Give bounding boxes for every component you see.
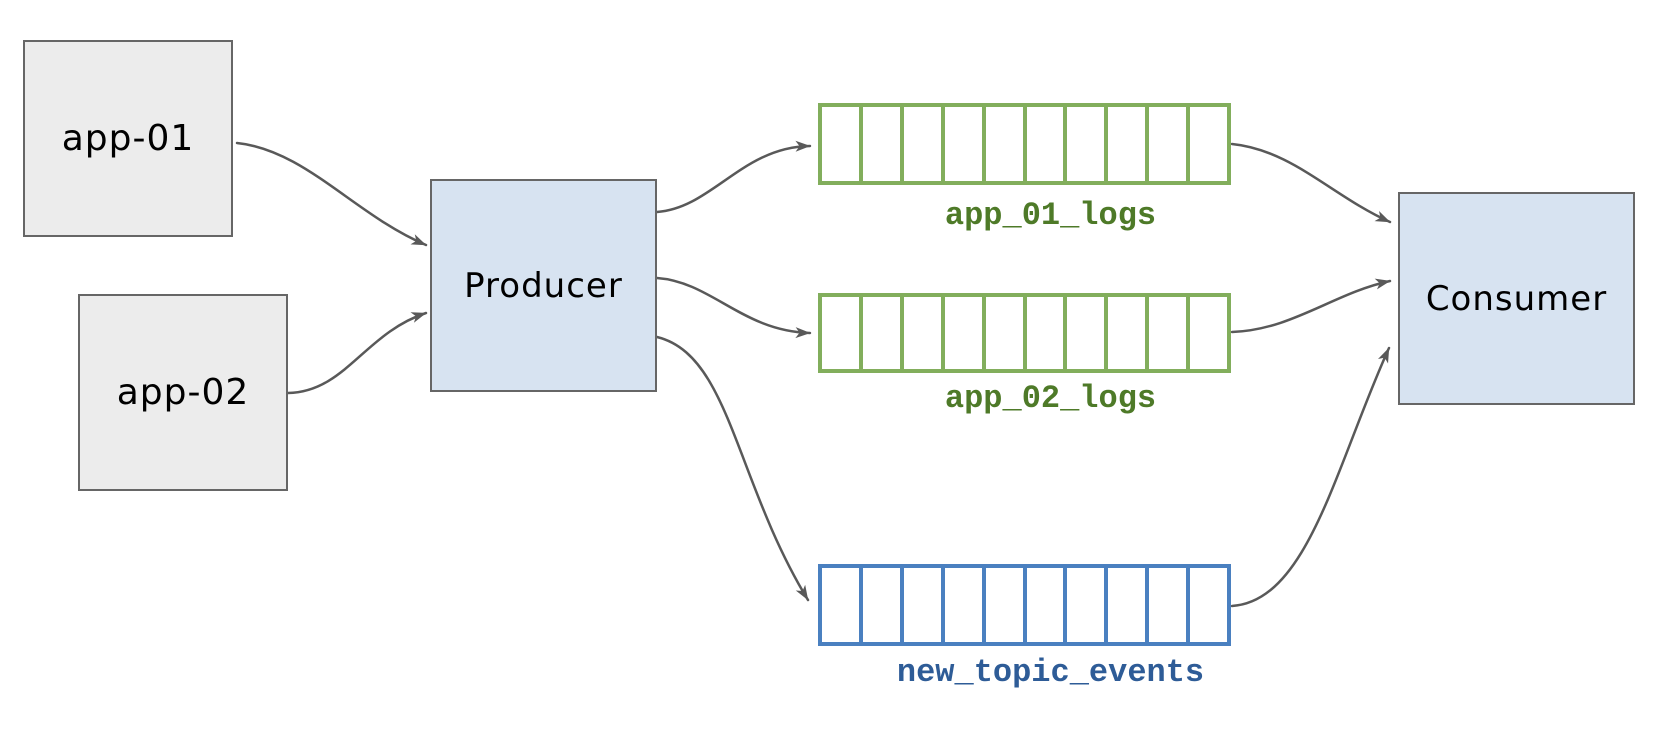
partition-cell: [1190, 297, 1228, 369]
partition-cell: [944, 568, 986, 642]
partition-cell: [822, 568, 863, 642]
partition-cell: [1190, 107, 1228, 181]
edge-producer-to-new-topic-events: [655, 335, 810, 602]
topic-label-app-02-logs: app_02_logs: [944, 380, 1157, 417]
partition-cell: [1026, 568, 1068, 642]
partition-cell: [1026, 297, 1068, 369]
app-01-label: app-01: [61, 118, 195, 159]
edge-app-02-logs-to-consumer: [1230, 278, 1392, 334]
partition-cell: [862, 568, 904, 642]
partition-cell: [1108, 297, 1150, 369]
topic-label-app-01-logs: app_01_logs: [944, 197, 1157, 234]
partition-cell: [1149, 297, 1191, 369]
edge-producer-to-app-01-logs: [655, 140, 812, 214]
partition-cell: [1067, 107, 1109, 181]
partition-cell: [1149, 568, 1191, 642]
consumer-label: Consumer: [1425, 278, 1608, 319]
partition-cell: [1108, 107, 1150, 181]
partition-cell: [944, 107, 986, 181]
partition-cell: [1190, 568, 1228, 642]
edge-producer-to-app-02-logs: [655, 276, 812, 339]
partition-cell: [1067, 297, 1109, 369]
partition-cell: [985, 568, 1027, 642]
topic-queue-new-topic-events: [818, 564, 1231, 646]
partition-cell: [822, 107, 863, 181]
partition-cell: [1067, 568, 1109, 642]
app-02-node: app-02: [78, 294, 288, 491]
partition-cell: [903, 568, 945, 642]
partition-cell: [903, 297, 945, 369]
producer-label: Producer: [464, 265, 623, 306]
partition-cell: [862, 107, 904, 181]
topic-label-new-topic-events: new_topic_events: [896, 654, 1205, 691]
partition-cell: [1149, 107, 1191, 181]
edge-app-01-to-producer: [235, 141, 428, 247]
producer-node: Producer: [430, 179, 657, 392]
partition-cell: [903, 107, 945, 181]
partition-cell: [822, 297, 863, 369]
topic-queue-app-01-logs: [818, 103, 1231, 185]
partition-cell: [985, 107, 1027, 181]
partition-cell: [985, 297, 1027, 369]
consumer-node: Consumer: [1398, 192, 1635, 405]
partition-cell: [944, 297, 986, 369]
app-02-label: app-02: [116, 372, 250, 413]
topic-queue-app-02-logs: [818, 293, 1231, 373]
app-01-node: app-01: [23, 40, 233, 237]
partition-cell: [1108, 568, 1150, 642]
partition-cell: [862, 297, 904, 369]
edge-app-02-to-producer: [286, 311, 428, 395]
partition-cell: [1026, 107, 1068, 181]
